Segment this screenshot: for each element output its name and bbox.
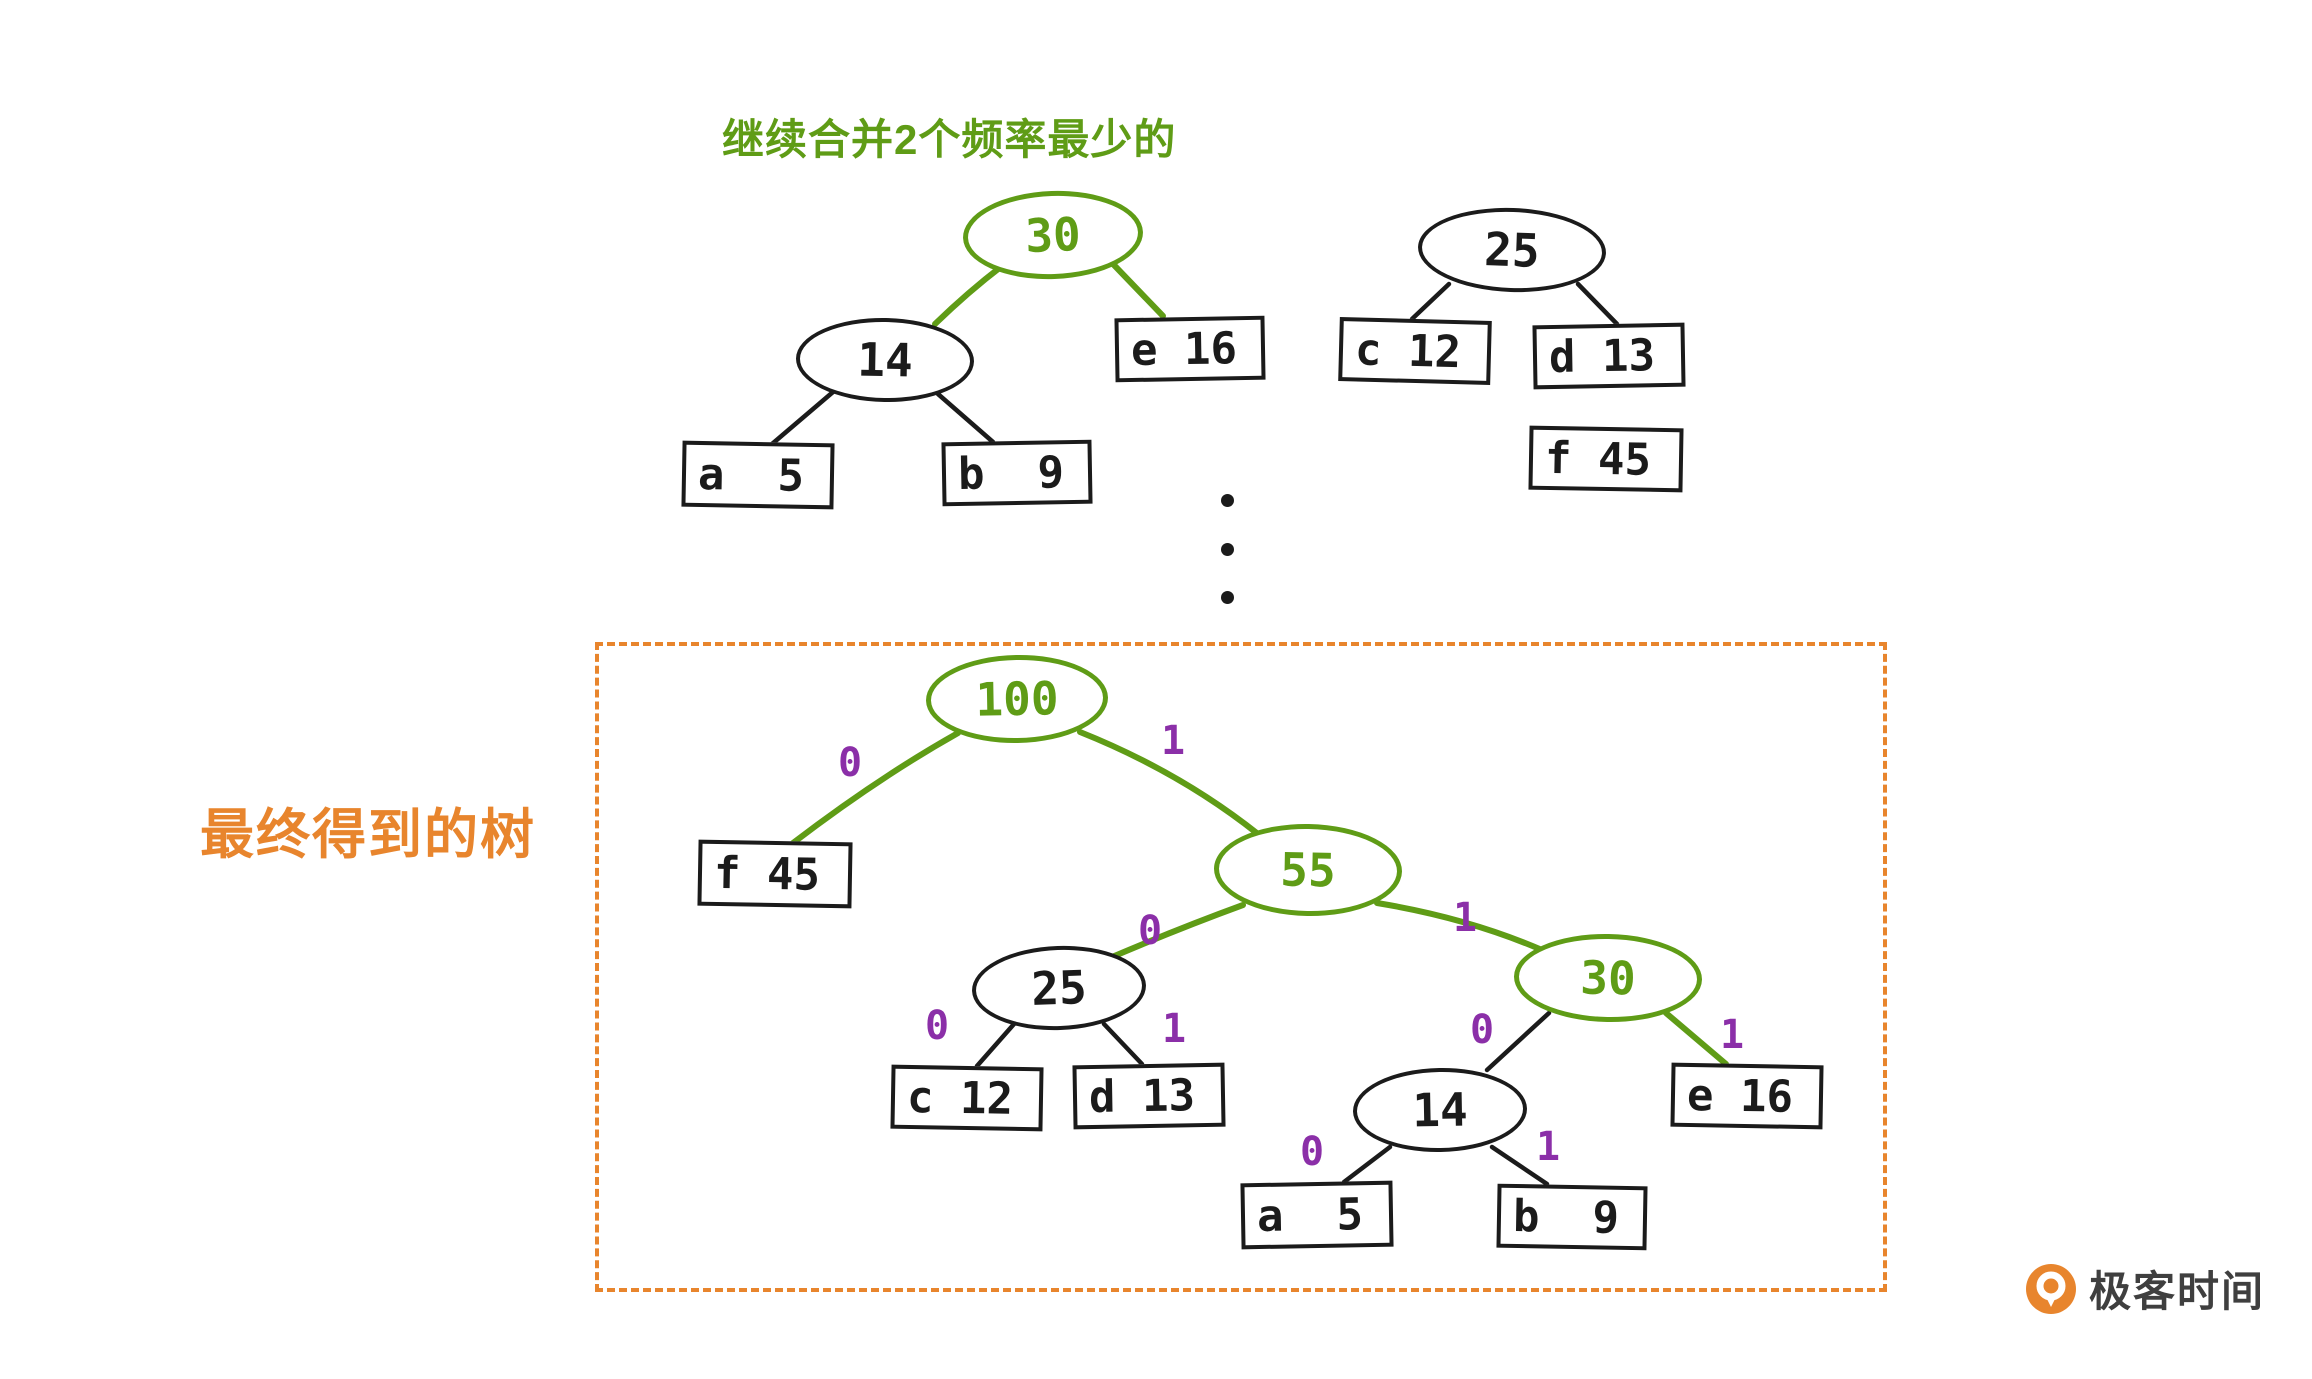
bit-label-14-b9: 1 bbox=[1535, 1124, 1561, 1170]
leaf-top-d13: d 13 bbox=[1532, 322, 1686, 390]
leaf-top-e16: e 16 bbox=[1114, 315, 1266, 383]
bit-label-25-c12: 0 bbox=[924, 1003, 950, 1049]
edge-final-55-25 bbox=[1109, 902, 1246, 960]
edge-top-25-c12 bbox=[1409, 281, 1452, 322]
leaf-top-c12: c 12 bbox=[1338, 317, 1492, 385]
geektime-logo-icon bbox=[2025, 1263, 2077, 1315]
bit-label-100-f45: 0 bbox=[837, 740, 863, 786]
leaf-final-d13: d 13 bbox=[1072, 1062, 1226, 1130]
edge-final-55-30 bbox=[1374, 900, 1545, 953]
edge-top-25-d13 bbox=[1575, 281, 1620, 327]
edge-final-100-f45 bbox=[790, 730, 961, 846]
leaf-top-b9: b 9 bbox=[941, 439, 1093, 507]
edge-final-25-c12 bbox=[974, 1021, 1017, 1069]
edge-final-100-55 bbox=[1077, 729, 1261, 837]
bit-label-30-e16: 1 bbox=[1719, 1012, 1745, 1058]
edge-final-14-b9 bbox=[1489, 1144, 1550, 1187]
edge-final-25-d13 bbox=[1101, 1021, 1145, 1067]
ellipsis-dot bbox=[1221, 543, 1234, 556]
bit-label-25-d13: 1 bbox=[1161, 1006, 1187, 1052]
ellipsis-dot bbox=[1221, 591, 1234, 604]
edge-top-30-14 bbox=[932, 263, 1005, 327]
bit-label-100-55: 1 bbox=[1160, 718, 1186, 764]
brand: 极客时间 bbox=[2025, 1258, 2265, 1319]
leaf-final-a5: a 5 bbox=[1240, 1180, 1394, 1250]
final-tree-frame bbox=[595, 642, 1887, 1292]
bit-label-30-14: 0 bbox=[1469, 1007, 1495, 1053]
leaf-final-b9: b 9 bbox=[1496, 1183, 1648, 1251]
leaf-top-f45: f 45 bbox=[1528, 425, 1684, 493]
edge-final-30-14 bbox=[1484, 1010, 1552, 1073]
bit-label-14-a5: 0 bbox=[1299, 1129, 1325, 1175]
edge-top-30-e16 bbox=[1110, 261, 1166, 319]
edge-final-30-e16 bbox=[1663, 1010, 1729, 1067]
brand-name: 极客时间 bbox=[2089, 1268, 2266, 1315]
bit-label-55-30: 1 bbox=[1452, 895, 1478, 941]
final-tree-caption: 最终得到的树 bbox=[200, 805, 536, 865]
edge-top-14-b9 bbox=[935, 391, 996, 445]
edge-final-14-a5 bbox=[1341, 1144, 1393, 1185]
leaf-final-c12: c 12 bbox=[890, 1064, 1044, 1132]
leaf-top-a5: a 5 bbox=[681, 440, 835, 510]
edge-top-14-a5 bbox=[769, 389, 836, 447]
top-title: 继续合并2个频率最少的 bbox=[722, 116, 1177, 163]
ellipsis-dot bbox=[1221, 494, 1234, 507]
leaf-final-e16: e 16 bbox=[1670, 1062, 1824, 1130]
leaf-final-f45: f 45 bbox=[697, 839, 853, 909]
bit-label-55-25: 0 bbox=[1137, 908, 1163, 954]
